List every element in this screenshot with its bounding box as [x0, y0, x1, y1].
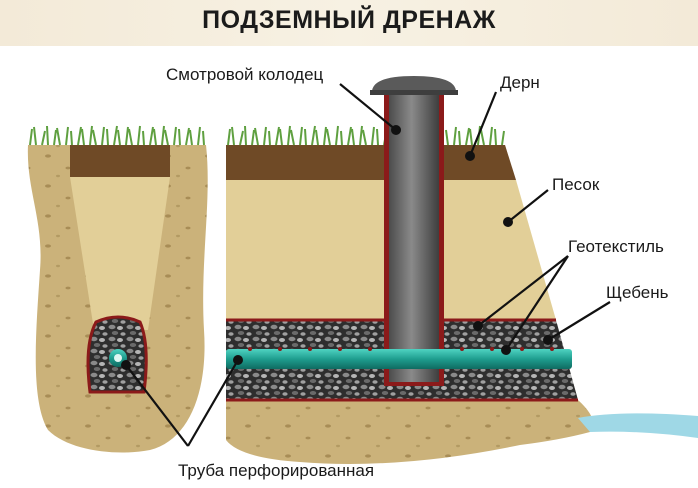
manhole-body — [389, 92, 439, 382]
callout-dot-pipe-left — [121, 360, 131, 370]
callout-dots — [121, 125, 553, 370]
callout-dot-geotextile-2 — [501, 345, 511, 355]
callout-dot-sand — [503, 217, 513, 227]
callout-line-turf — [468, 91, 498, 157]
label-pipe: Труба перфорированная — [178, 461, 374, 480]
callout-line-gravel — [547, 301, 611, 341]
longitudinal-section — [226, 76, 698, 464]
callout-line-pipe-left — [125, 364, 189, 447]
callout-dot-manhole — [391, 125, 401, 135]
trench-sand-left — [70, 177, 170, 330]
callout-line-pipe-right — [187, 359, 239, 447]
callouts — [125, 83, 611, 447]
cross-section-left — [27, 125, 208, 453]
grass-left — [29, 125, 205, 146]
label-turf: Дерн — [500, 73, 540, 92]
pipe-perforations — [248, 347, 554, 351]
callout-dot-geotextile-1 — [473, 321, 483, 331]
callout-dot-turf — [465, 151, 475, 161]
callout-line-manhole — [339, 83, 397, 131]
callout-line-geotextile-1 — [477, 255, 569, 327]
callout-dot-pipe-right — [233, 355, 243, 365]
turf-layer-left — [70, 145, 170, 177]
label-sand: Песок — [552, 175, 600, 194]
manhole-cap — [372, 76, 456, 92]
pipe-inner-left — [114, 354, 122, 362]
page-title: ПОДЗЕМНЫЙ ДРЕНАЖ — [202, 6, 496, 34]
label-manhole: Смотровой колодец — [166, 65, 324, 84]
perforated-pipe — [226, 349, 572, 369]
label-gravel: Щебень — [606, 283, 669, 302]
callout-line-sand — [507, 189, 549, 223]
callout-dot-gravel — [543, 335, 553, 345]
label-geotextile: Геотекстиль — [568, 237, 664, 256]
manhole-cap-rim — [370, 90, 458, 95]
callout-line-geotextile-2 — [505, 255, 569, 351]
grass-right — [227, 125, 505, 146]
water-outlet — [578, 413, 698, 438]
title-banner: ПОДЗЕМНЫЙ ДРЕНАЖ — [0, 0, 698, 46]
